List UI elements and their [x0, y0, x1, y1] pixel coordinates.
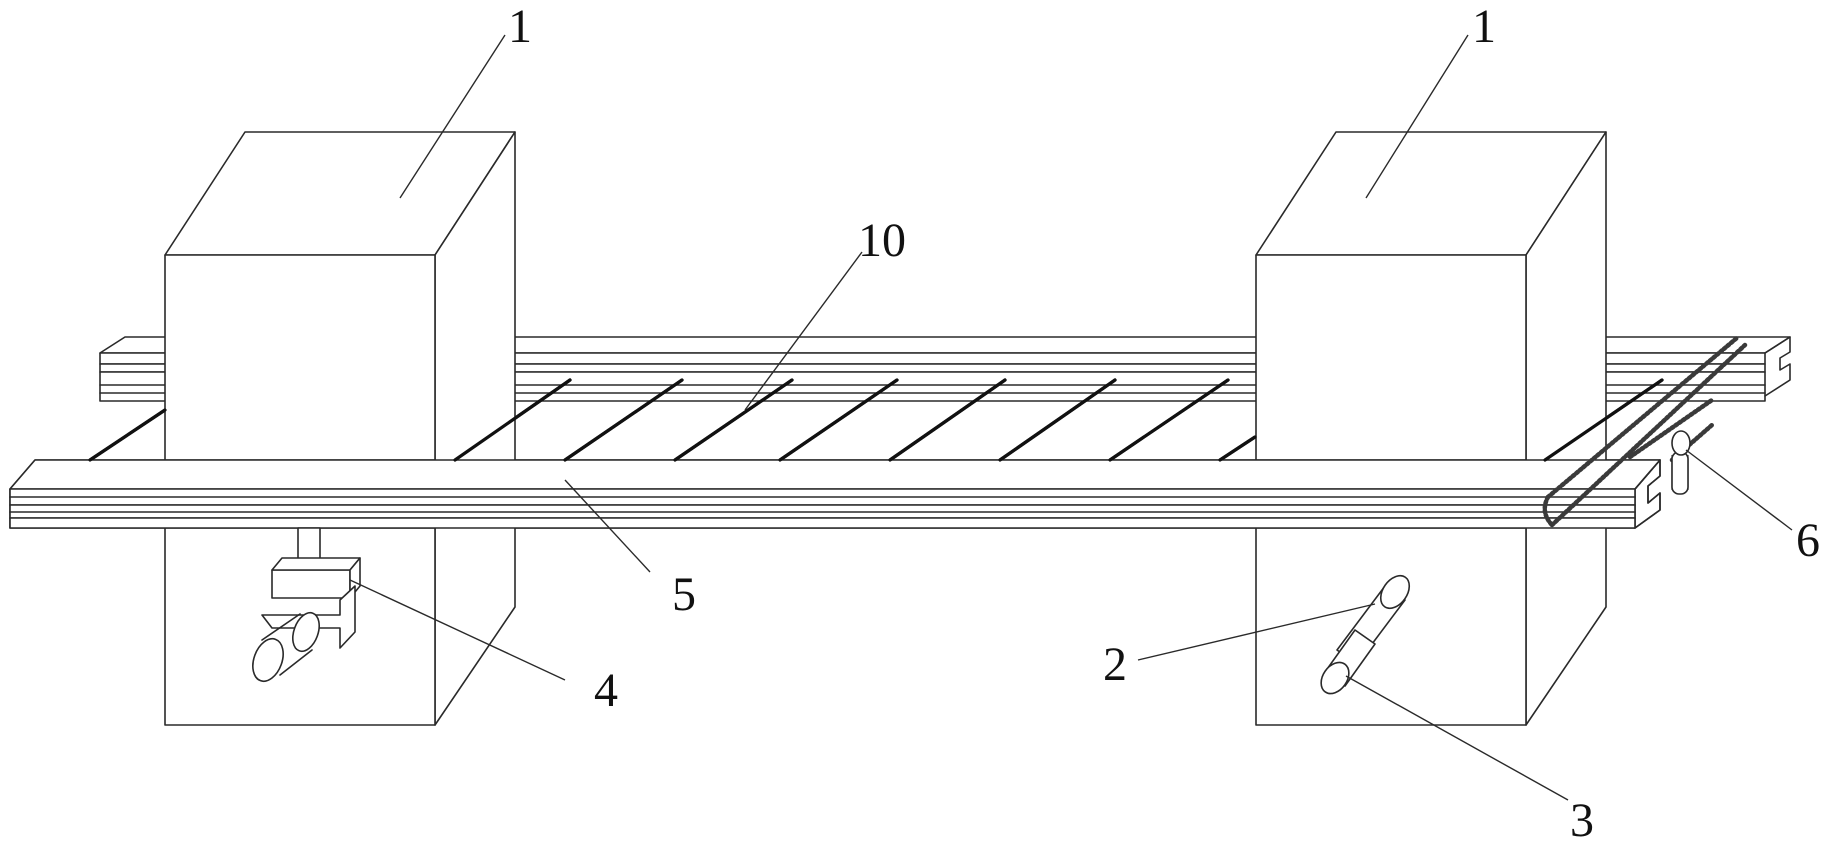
- labels: 1 1 10 5 4 2 3 6: [508, 0, 1820, 845]
- shaft-roller: [1320, 574, 1411, 695]
- front-rail-overlay: [9, 459, 1661, 529]
- label-roller: 3: [1570, 794, 1594, 845]
- leader-lines: [349, 34, 1793, 801]
- label-box-right: 1: [1472, 0, 1496, 53]
- label-rods: 10: [858, 214, 906, 267]
- label-shaft: 2: [1103, 638, 1127, 691]
- label-chain: 6: [1796, 514, 1820, 567]
- chain: [1542, 334, 1748, 528]
- label-clamp: 4: [594, 664, 618, 717]
- clamp-assembly: [252, 527, 361, 683]
- left-box: [164, 131, 516, 726]
- label-box-left: 1: [508, 0, 532, 53]
- label-rail: 5: [672, 568, 696, 621]
- cross-rods-front: [88, 378, 1664, 462]
- right-box: [1255, 131, 1607, 726]
